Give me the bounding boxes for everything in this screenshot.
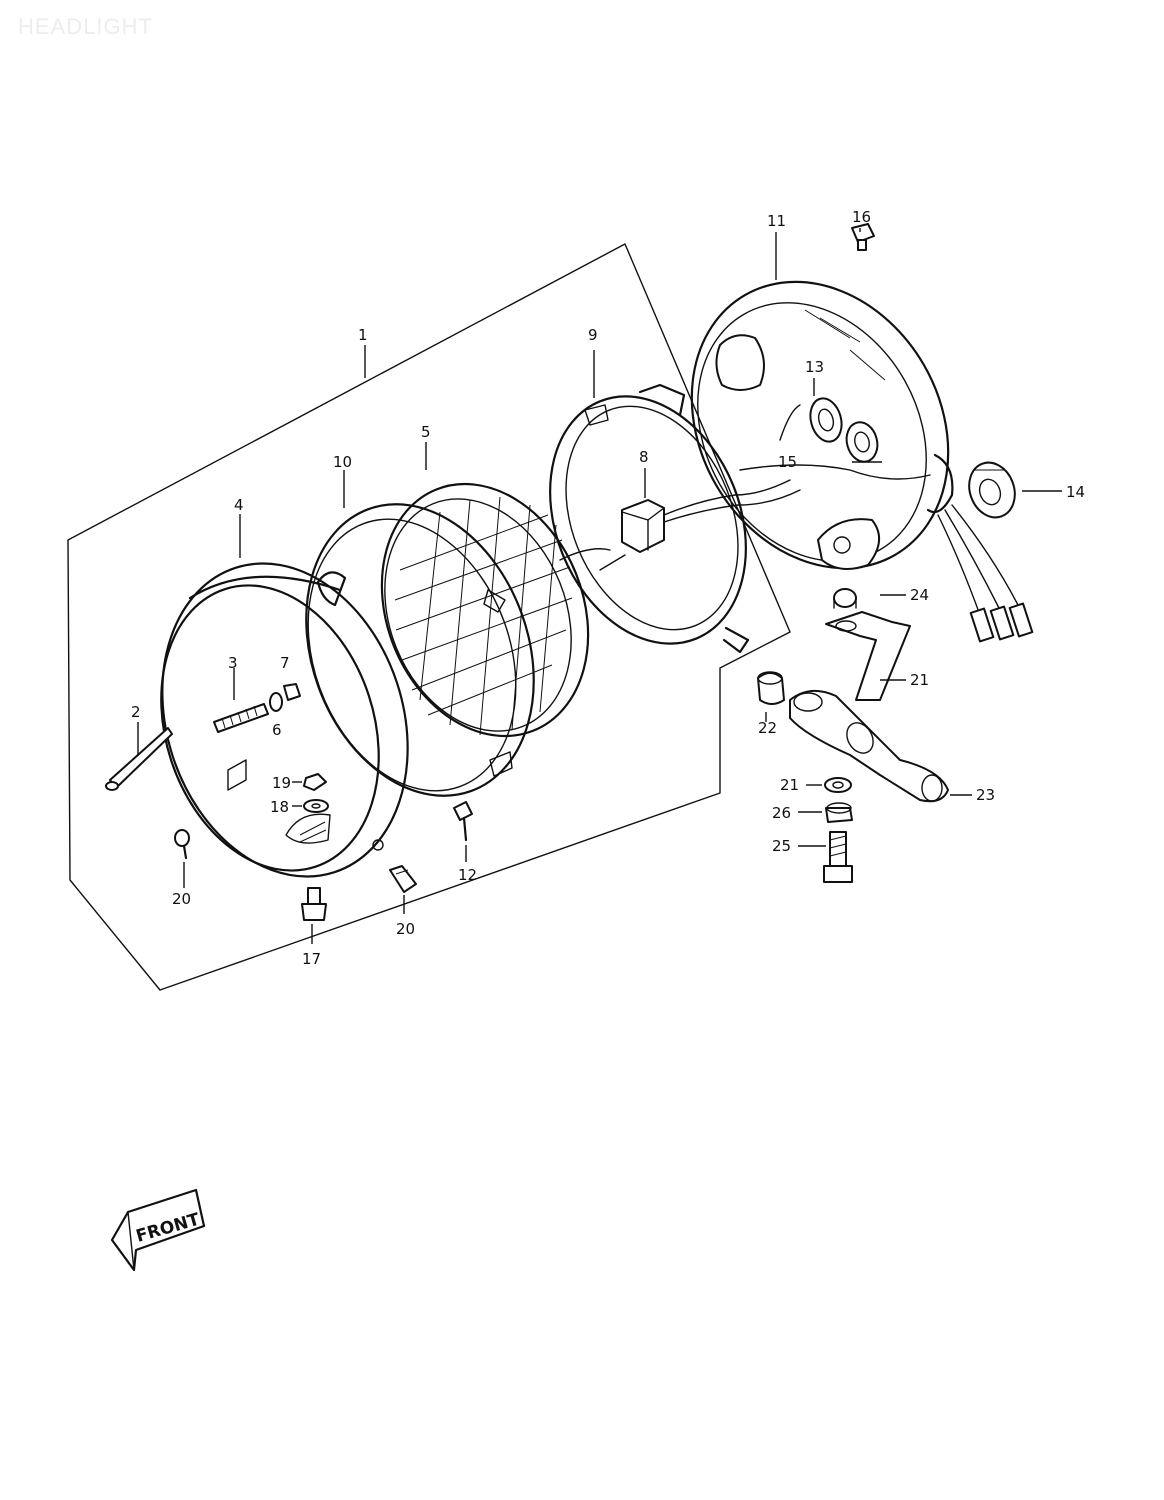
callout-24: 24 <box>910 586 929 604</box>
front-arrow: FRONT <box>110 1188 206 1272</box>
callout-20-right: 20 <box>396 920 415 938</box>
part-10-mounting-ring <box>305 503 535 797</box>
callout-19: 19 <box>272 774 291 792</box>
callout-5: 5 <box>421 423 431 441</box>
callout-23: 23 <box>976 786 995 804</box>
part-22-collar <box>757 671 785 705</box>
part-11-housing <box>690 280 954 570</box>
part-9-inner-frame <box>549 383 750 654</box>
part-14-grommet <box>968 461 1016 519</box>
part-16-bolt <box>851 223 875 251</box>
part-24-stud <box>833 588 857 609</box>
callout-12: 12 <box>458 866 477 884</box>
leader-lines <box>137 228 1062 944</box>
part-3-adjusting-screw <box>213 703 269 733</box>
callout-3: 3 <box>228 654 238 672</box>
callout-18: 18 <box>270 798 289 816</box>
part-4-rim <box>160 562 409 878</box>
callout-21-washer: 21 <box>780 776 799 794</box>
part-6-spring <box>269 692 283 712</box>
part-7-nut <box>283 683 301 701</box>
part-15-grommet <box>854 431 870 453</box>
callout-15: 15 <box>778 453 797 471</box>
callout-8: 8 <box>639 448 649 466</box>
wire-harness <box>937 504 1034 643</box>
callout-21-bracket: 21 <box>910 671 929 689</box>
callout-26: 26 <box>772 804 791 822</box>
callout-2: 2 <box>131 703 141 721</box>
callout-14: 14 <box>1066 483 1085 501</box>
part-25-bolt <box>823 831 853 883</box>
part-20-screw-right <box>389 865 417 893</box>
callout-16: 16 <box>852 208 871 226</box>
callout-10: 10 <box>333 453 352 471</box>
callout-7: 7 <box>280 654 290 672</box>
callout-11: 11 <box>767 212 786 230</box>
part-20-screw-left <box>174 829 190 860</box>
part-2-screw <box>105 727 173 791</box>
part-12-bolt <box>453 801 473 842</box>
part-19-nut <box>303 773 327 791</box>
callout-9: 9 <box>588 326 598 344</box>
page-title: HEADLIGHT <box>18 14 153 39</box>
callout-13: 13 <box>805 358 824 376</box>
callout-6: 6 <box>272 721 282 739</box>
callout-labels: 1 2 3 4 5 6 7 8 9 10 11 12 13 14 15 16 1… <box>131 208 1085 968</box>
front-label: FRONT <box>134 1210 202 1247</box>
part-23-mount-bracket <box>789 689 949 803</box>
callout-17: 17 <box>302 950 321 968</box>
part-21-bracket <box>825 611 911 701</box>
callout-20-left: 20 <box>172 890 191 908</box>
part-26-nut <box>825 802 853 823</box>
part-8-socket <box>621 479 801 553</box>
callout-1: 1 <box>358 326 368 344</box>
part-washer <box>824 777 852 793</box>
assembly-1-outline <box>67 243 791 991</box>
callout-25: 25 <box>772 837 791 855</box>
callout-4: 4 <box>234 496 244 514</box>
part-18-washer <box>303 799 329 813</box>
part-17-screw <box>301 887 327 921</box>
part-5-sealed-beam <box>380 482 611 738</box>
callout-22: 22 <box>758 719 777 737</box>
part-13-grommet <box>817 408 835 432</box>
